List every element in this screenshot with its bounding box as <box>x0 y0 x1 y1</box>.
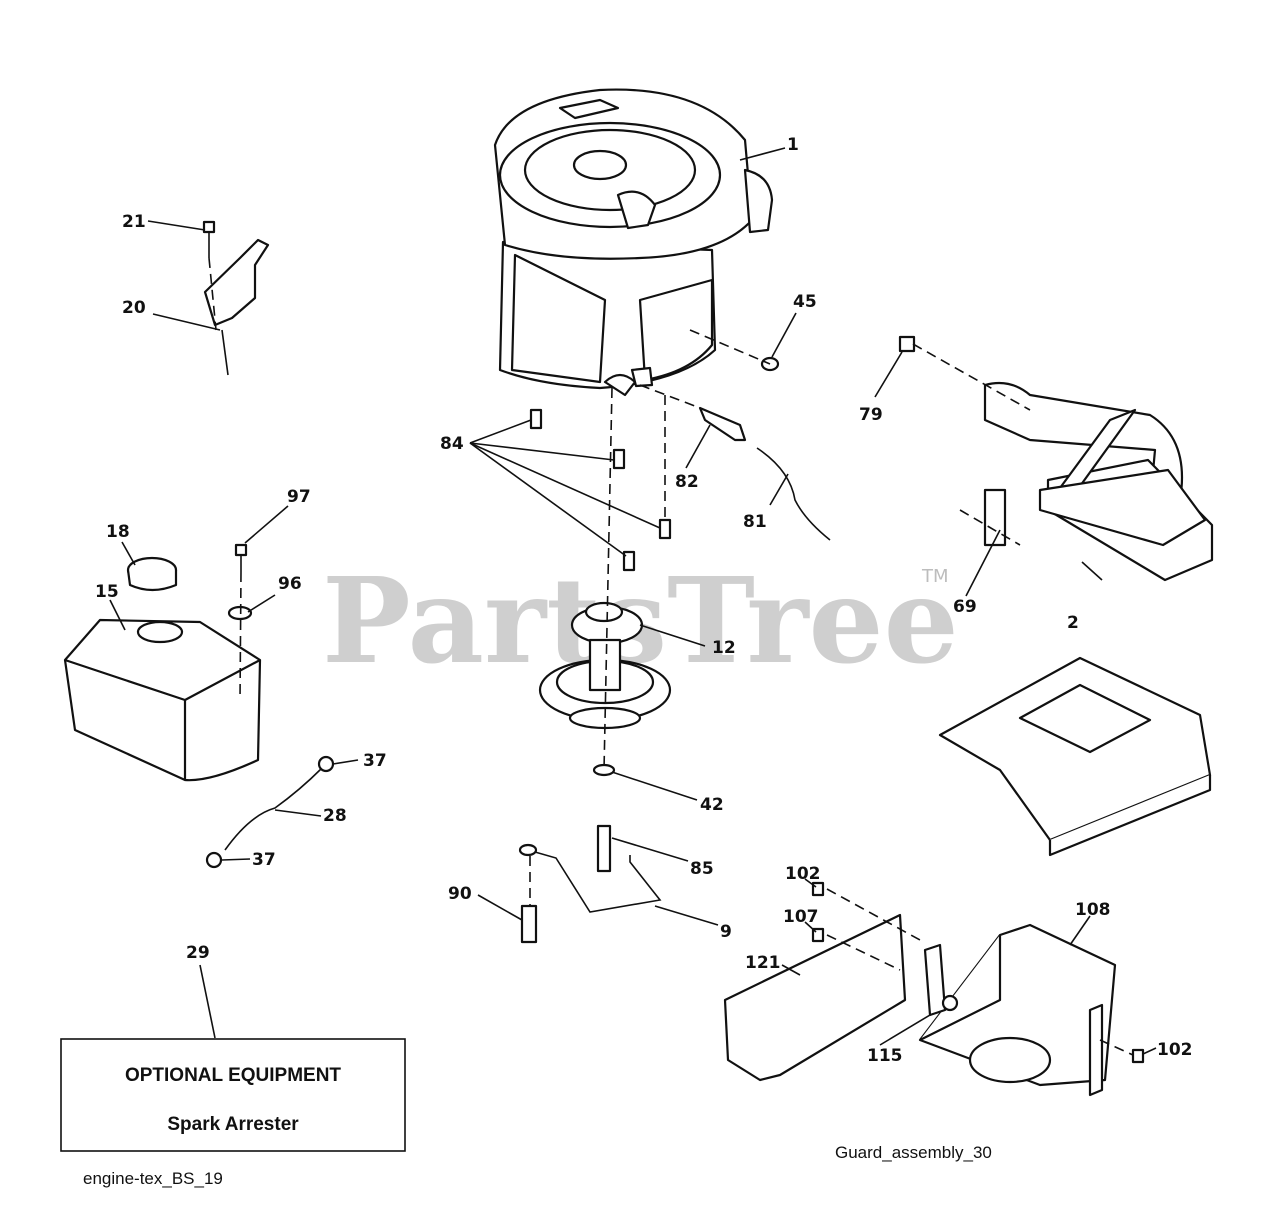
leader-lines <box>109 147 1157 1055</box>
callout-85: 85 <box>690 859 714 879</box>
callout-12: 12 <box>712 638 736 658</box>
guard-assembly-drawing <box>723 881 1145 1097</box>
callout-82: 82 <box>675 472 699 492</box>
callout-102-top: 102 <box>785 864 821 884</box>
callout-37-bottom: 37 <box>252 850 276 870</box>
watermark-tm: TM <box>921 566 949 587</box>
callout-45: 45 <box>793 292 817 312</box>
mounting-plate-drawing <box>938 656 1212 857</box>
callout-108: 108 <box>1075 900 1111 920</box>
callout-107: 107 <box>783 907 819 927</box>
callout-9: 9 <box>720 922 732 942</box>
callout-29: 29 <box>186 943 210 963</box>
callout-labels: 1 2 9 12 15 18 20 21 28 29 37 37 42 45 6… <box>95 135 1193 1066</box>
assembly-centerlines <box>208 257 1134 1056</box>
callout-79: 79 <box>859 405 883 425</box>
callout-1: 1 <box>787 135 799 155</box>
bracket-rod-drawing <box>518 843 662 944</box>
callout-21: 21 <box>122 212 146 232</box>
small-hardware-drawing <box>529 356 831 572</box>
optional-equipment-item: Spark Arrester <box>167 1114 299 1135</box>
diagram-caption-guard: Guard_assembly_30 <box>835 1143 992 1162</box>
fuel-tank-drawing <box>63 556 262 782</box>
callout-28: 28 <box>323 806 347 826</box>
engine-drawing <box>493 88 774 397</box>
callout-90: 90 <box>448 884 472 904</box>
muffler-drawing <box>898 335 1214 582</box>
callout-81: 81 <box>743 512 767 532</box>
callout-115: 115 <box>867 1046 903 1066</box>
optional-equipment-box: OPTIONAL EQUIPMENT Spark Arrester <box>60 1038 406 1152</box>
callout-96: 96 <box>278 574 302 594</box>
callout-69: 69 <box>953 597 977 617</box>
diagram-caption-engine: engine-tex_BS_19 <box>83 1169 223 1188</box>
callout-15: 15 <box>95 582 119 602</box>
callout-97: 97 <box>287 487 311 507</box>
engine-pulley-drawing <box>538 601 672 873</box>
callout-2: 2 <box>1067 613 1079 633</box>
optional-equipment-title: OPTIONAL EQUIPMENT <box>125 1065 341 1086</box>
callout-102-right: 102 <box>1157 1040 1193 1060</box>
callout-84: 84 <box>440 434 464 454</box>
callout-18: 18 <box>106 522 130 542</box>
callout-20: 20 <box>122 298 146 318</box>
callout-37-top: 37 <box>363 751 387 771</box>
callout-42: 42 <box>700 795 724 815</box>
callout-121: 121 <box>745 953 781 973</box>
throttle-control-drawing <box>202 220 270 376</box>
